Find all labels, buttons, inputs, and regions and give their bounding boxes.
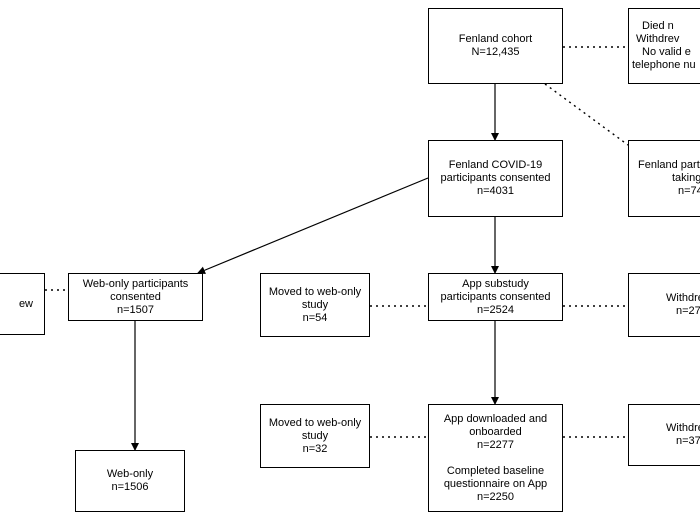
excluded-line-4: telephone nu	[632, 59, 696, 71]
excluded-line-2: Withdrev	[636, 33, 680, 45]
baseline-line-1: Completed baseline	[446, 464, 545, 477]
withdrew-left-line-1: ew	[18, 297, 33, 310]
web-consented-line-1: Web-only participants	[82, 277, 189, 290]
box-app-substudy-consented: App substudy participants consented n=25…	[428, 273, 563, 321]
web-only-line-2: n=1506	[111, 481, 149, 493]
withdrew-bottom-line-1: Withdre	[666, 422, 700, 434]
withdrew-bottom-line-2: n=37	[676, 435, 700, 447]
baseline-line-3: n=2250	[476, 490, 514, 503]
box-excluded-top: Died n Withdrev No valid e telephone nu	[628, 8, 700, 84]
app-consented-line-3: n=2524	[476, 303, 514, 316]
cohort-line-2: N=12,435	[471, 46, 520, 58]
consented-line-1: Fenland COVID-19	[448, 159, 543, 171]
box-withdrew-left: ew	[0, 273, 45, 335]
consented-line-2: participants consented	[440, 172, 551, 184]
web-only-line-1: Web-only	[106, 468, 154, 480]
moved2-line-1: Moved to web-only	[268, 416, 362, 429]
downloaded-line-3: n=2277	[476, 438, 514, 451]
box-moved-web-only-2: Moved to web-only study n=32	[260, 404, 370, 468]
not-taking-line-3: n=74	[678, 185, 700, 197]
downloaded-line-2: onboarded	[469, 425, 522, 438]
excluded-line-3: No valid e	[642, 46, 691, 58]
box-not-taking-part: Fenland part taking n=74	[628, 140, 700, 217]
box-fenland-cohort: Fenland cohort N=12,435	[428, 8, 563, 84]
box-withdrew-bottom: Withdre n=37	[628, 404, 700, 466]
web-consented-line-2: consented	[110, 290, 161, 303]
box-web-only-final: Web-only n=1506	[75, 450, 185, 512]
withdrew-mid-line-2: n=27	[676, 305, 700, 317]
arrow-consented-to-web-only	[197, 177, 429, 275]
baseline-line-2: questionnaire on App	[443, 477, 548, 490]
dotted-cohort-to-not-taking	[544, 83, 629, 146]
box-withdrew-mid: Withdre n=27	[628, 273, 700, 337]
withdrew-mid-line-1: Withdre	[666, 292, 700, 304]
box-covid-consented: Fenland COVID-19 participants consented …	[428, 140, 563, 217]
moved2-line-2: study	[301, 429, 329, 442]
box-web-only-consented: Web-only participants consented n=1507	[68, 273, 203, 321]
app-consented-line-1: App substudy	[462, 277, 529, 290]
moved2-line-3: n=32	[302, 442, 328, 455]
app-consented-line-2: participants consented	[440, 290, 551, 303]
moved1-line-3: n=54	[302, 311, 328, 324]
cohort-line-1: Fenland cohort	[458, 33, 533, 45]
downloaded-line-1: App downloaded and	[443, 412, 548, 425]
box-app-downloaded: App downloaded and onboarded n=2277 Comp…	[428, 404, 563, 512]
box-moved-web-only-1: Moved to web-only study n=54	[260, 273, 370, 337]
moved1-line-1: Moved to web-only	[268, 285, 362, 298]
consented-line-3: n=4031	[476, 185, 514, 197]
not-taking-line-1: Fenland part	[638, 159, 700, 171]
excluded-line-1: Died n	[642, 20, 674, 32]
web-consented-line-3: n=1507	[116, 303, 154, 316]
not-taking-line-2: taking	[672, 172, 700, 184]
moved1-line-2: study	[301, 298, 329, 311]
